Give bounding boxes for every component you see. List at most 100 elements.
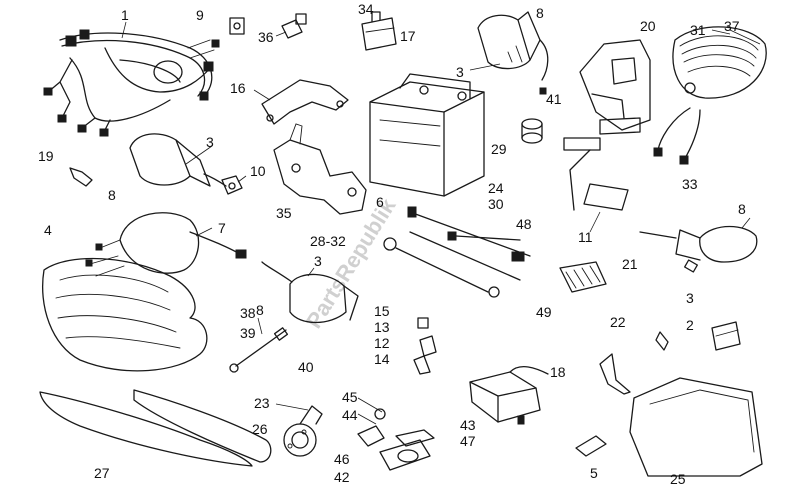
grommet [521, 118, 543, 144]
cap-connector [281, 13, 307, 39]
screw-38-39 [229, 327, 289, 373]
leader-3b [185, 145, 213, 165]
callout-labels: 1 2 3 3 3 3 4 5 6 7 8 8 8 8 9 10 11 12 1… [38, 1, 746, 487]
grommet-10 [221, 175, 243, 195]
callout-label: 25 [670, 471, 686, 487]
callout-label: 38 [240, 305, 256, 321]
tail-light-wiring [653, 107, 701, 165]
frame-bracket [273, 123, 367, 215]
callout-label: 13 [374, 319, 390, 335]
rectifier [559, 261, 607, 293]
headlight [42, 212, 247, 372]
battery [369, 73, 485, 197]
leader-10 [237, 175, 247, 183]
flasher-relay [711, 321, 741, 351]
callout-label: 44 [342, 407, 358, 423]
callout-label: 9 [196, 7, 204, 23]
callout-label: 17 [400, 28, 416, 44]
cables [383, 206, 531, 298]
callout-label: 5 [590, 465, 598, 481]
callout-label: 48 [516, 216, 532, 232]
leader-31 [711, 29, 731, 35]
callout-label: 16 [230, 80, 246, 96]
bulb [69, 167, 93, 187]
leader-16 [253, 89, 271, 101]
control-unit [469, 366, 549, 425]
turn-signal-right [639, 225, 758, 273]
leader-45 [357, 397, 383, 413]
callout-label: 28-32 [310, 233, 346, 249]
callout-label: 1 [121, 7, 129, 23]
leader-3c [307, 267, 315, 277]
leader-44 [357, 413, 377, 425]
callout-label: 29 [491, 141, 507, 157]
plate-5 [575, 435, 607, 457]
leader-37 [729, 29, 761, 45]
bulb-22 [655, 331, 669, 351]
callout-label: 8 [536, 5, 544, 21]
callout-label: 18 [550, 364, 566, 380]
callout-label: 22 [610, 314, 626, 330]
tail-light [672, 26, 767, 99]
leader-7 [195, 227, 213, 237]
callout-label: 23 [254, 395, 270, 411]
leader-23 [275, 403, 309, 411]
callout-label: 4 [44, 222, 52, 238]
callout-label: 45 [342, 389, 358, 405]
callout-label: 36 [258, 29, 274, 45]
callout-label: 35 [276, 205, 292, 221]
fairing-panels [39, 389, 272, 467]
callout-label: 8 [738, 201, 746, 217]
callout-label: 43 [460, 417, 476, 433]
leader-38 [257, 317, 263, 335]
callout-label: 7 [218, 220, 226, 236]
switch-part [229, 17, 245, 35]
callout-label: 20 [640, 18, 656, 34]
relay [361, 11, 397, 51]
turn-signal-top [477, 11, 549, 95]
bracket-16 [261, 79, 349, 125]
wiring-harness [43, 29, 220, 137]
callout-label: 34 [358, 1, 374, 17]
callout-label: 24 [488, 180, 504, 196]
callout-label: 21 [622, 256, 638, 272]
horn [283, 405, 323, 457]
callout-label: 14 [374, 351, 390, 367]
small-connectors [413, 317, 437, 375]
callout-label: 11 [578, 229, 593, 245]
callout-label: 27 [94, 465, 110, 481]
callout-label: 40 [298, 359, 314, 375]
cover-25 [629, 377, 763, 477]
callout-label: 49 [536, 304, 552, 320]
callout-label: 3 [314, 253, 322, 269]
plate-light [563, 137, 629, 211]
leader-11 [589, 211, 601, 233]
callout-label: 31 [690, 22, 706, 38]
callout-label: 30 [488, 196, 504, 212]
callout-label: 42 [334, 469, 350, 485]
callout-label: 6 [376, 194, 384, 210]
callout-label: 33 [682, 176, 698, 192]
callout-label: 37 [724, 18, 740, 34]
callout-label: 15 [374, 303, 390, 319]
callout-label: 3 [686, 290, 694, 306]
callout-label: 46 [334, 451, 350, 467]
callout-label: 41 [546, 91, 562, 107]
leader-8d [741, 217, 751, 229]
turn-signal-mid [261, 261, 359, 324]
callout-label: 47 [460, 433, 476, 449]
callout-label: 3 [206, 134, 214, 150]
leader-3a [469, 63, 501, 71]
callout-label: 39 [240, 325, 256, 341]
fuse-box [357, 408, 435, 471]
callout-label: 3 [456, 64, 464, 80]
callout-label: 8 [256, 302, 264, 318]
leader-36 [275, 31, 287, 37]
callout-label: 8 [108, 187, 116, 203]
callout-label: 10 [250, 163, 266, 179]
leader-1 [121, 21, 127, 39]
callout-label: 19 [38, 148, 54, 164]
callout-label: 2 [686, 317, 694, 333]
callout-label: 26 [252, 421, 268, 437]
